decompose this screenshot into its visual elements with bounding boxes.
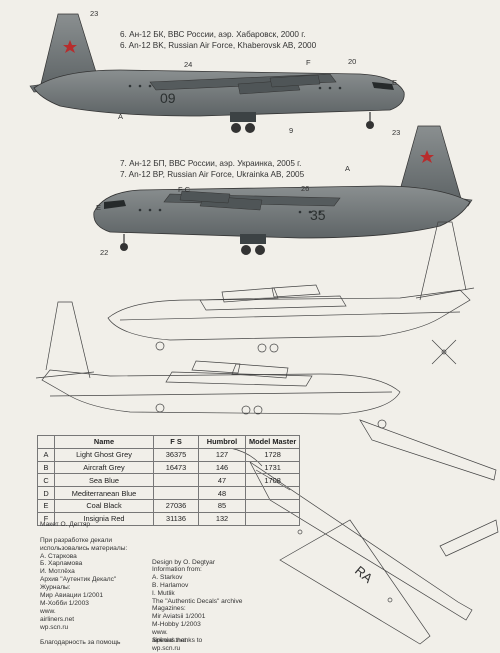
variant-6-caption: 6. Ан-12 БК, ВВС России, аэр. Хабаровск,…: [120, 29, 316, 51]
callout-23-b: 23: [392, 128, 401, 137]
callout-fc: F C: [178, 185, 191, 194]
col-humbrol: Humbrol: [198, 435, 246, 449]
credits-english: Information from: A. Starkov B. Harlamov…: [152, 566, 243, 652]
callout-e-b: E: [96, 203, 102, 212]
callout-f: F: [306, 58, 311, 67]
variant-7-caption: 7. Ан-12 БП, ВВС России, аэр. Украинка, …: [120, 158, 304, 180]
variant-7-caption-en: 7. An-12 BP, Russian Air Force, Ukrainka…: [120, 170, 305, 179]
col-fs: F S: [153, 435, 199, 449]
callout-24: 24: [184, 60, 193, 69]
callout-22: 22: [100, 248, 109, 257]
an12-profile-7: [93, 125, 473, 255]
table-row: A Light Ghost Grey 36375 127 1728: [37, 447, 301, 462]
col-model-master: Model Master: [244, 435, 301, 449]
an12-line-drawing-lower: [35, 301, 401, 429]
table-row: B Aircraft Grey 16473 146 1731: [37, 460, 301, 475]
callout-23-a: 23: [90, 9, 99, 18]
an12-profile-6: [29, 13, 405, 133]
credits-russian: Макет О. Дегтяр При разработке декали ис…: [40, 521, 128, 647]
color-table-header: Name F S Humbrol Model Master: [37, 435, 301, 449]
aircraft-code-bottom: RA: [352, 563, 376, 586]
table-row: D Mediterranean Blue 48: [37, 486, 301, 500]
col-name: Name: [54, 435, 154, 449]
callout-a-a: A: [118, 112, 124, 121]
variant-6-caption-en: 6. An-12 BK, Russian Air Force, Khaberov…: [120, 41, 317, 50]
callout-26: 26: [301, 184, 310, 193]
aircraft-code-6: 09: [160, 90, 176, 106]
an12-line-drawing-upper: [107, 221, 475, 365]
table-row: E Coal Black 27036 85: [37, 498, 301, 513]
callout-9: 9: [289, 126, 294, 135]
callout-20: 20: [348, 57, 357, 66]
color-table: Name F S Humbrol Model Master A Light Gh…: [37, 435, 301, 526]
design-credit: Design by O. Degtyar: [152, 559, 216, 566]
table-row: F Insignia Red 31136 132: [37, 511, 301, 526]
credits-english-thanks: Special thanks to: [152, 637, 203, 644]
table-row: C Sea Blue 47 1708: [37, 473, 301, 488]
callout-e-a: E: [392, 78, 398, 87]
callout-a-b: A: [345, 164, 351, 173]
variant-6-caption-ru: 6. Ан-12 БК, ВВС России, аэр. Хабаровск,…: [120, 30, 306, 39]
aircraft-code-7: 35: [310, 207, 326, 223]
variant-7-caption-ru: 7. Ан-12 БП, ВВС России, аэр. Украинка, …: [120, 159, 302, 168]
